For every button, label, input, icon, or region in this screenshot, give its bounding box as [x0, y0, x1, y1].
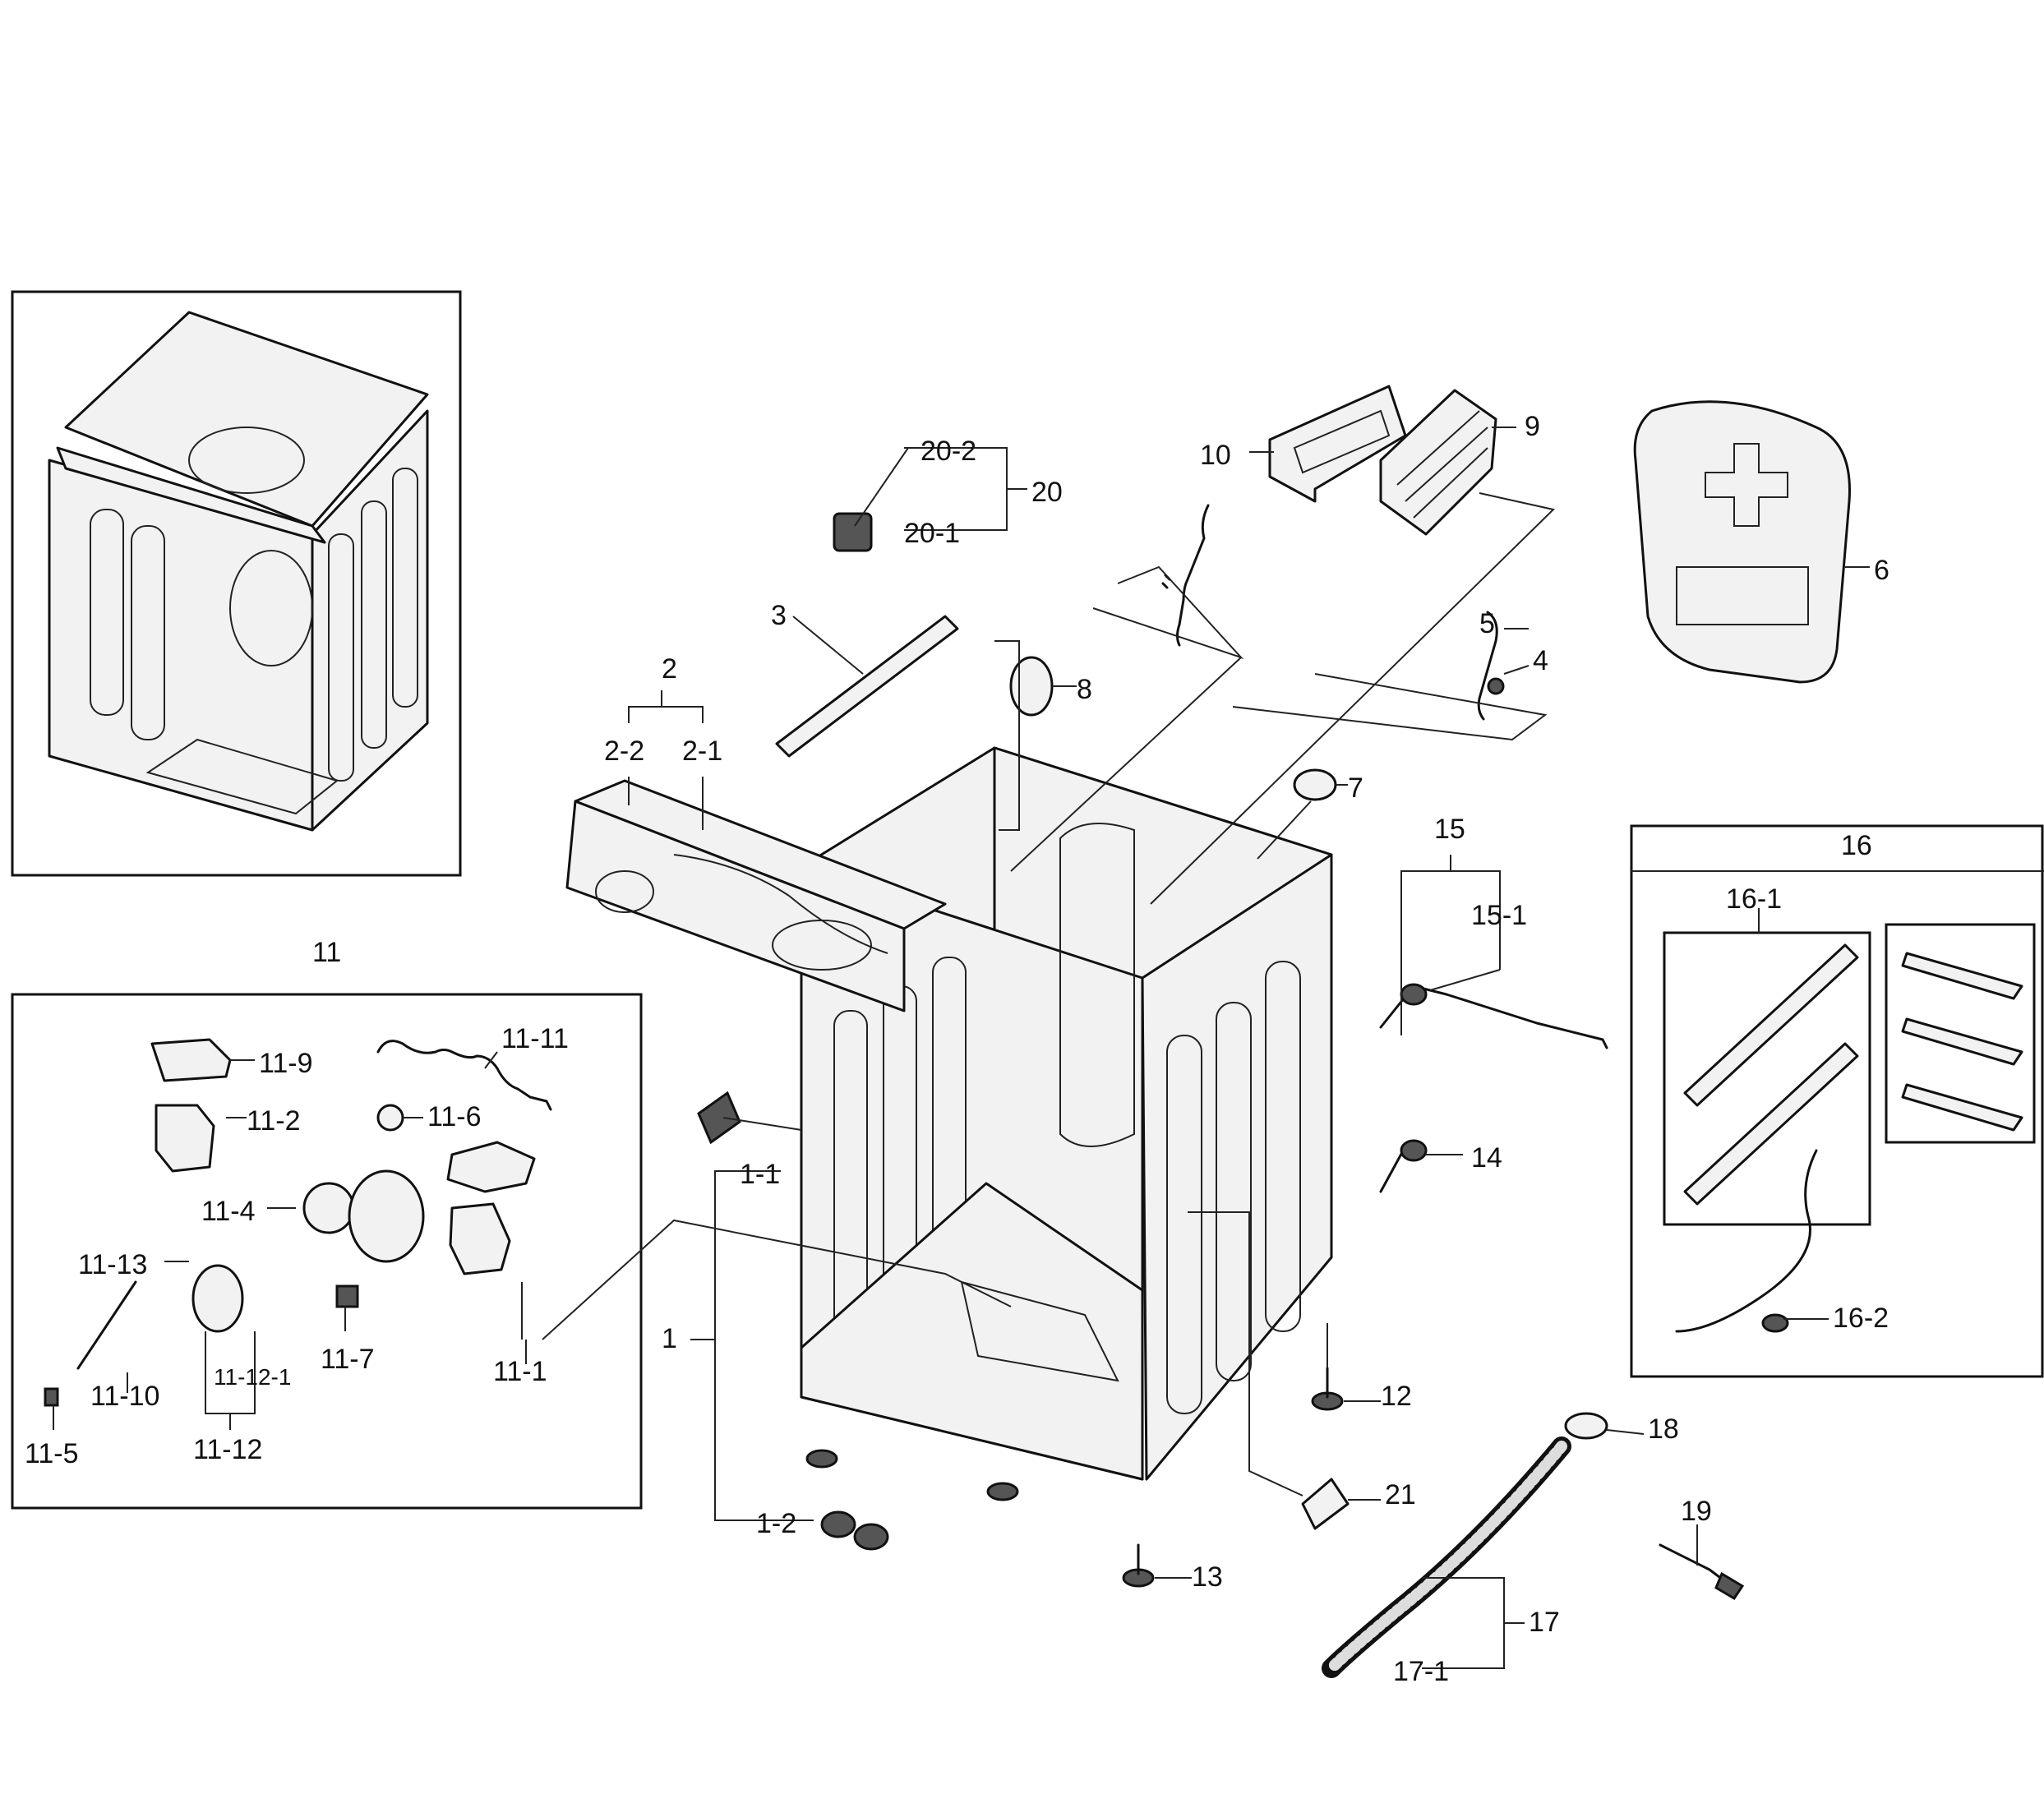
callout-15-1: 15-1	[1471, 900, 1527, 931]
heater-assembly-box	[1630, 824, 2044, 1378]
callout-11-4: 11-4	[201, 1196, 256, 1227]
part-9-grille	[1379, 389, 1497, 536]
callout-15: 15	[1434, 814, 1465, 845]
part-20-switch	[833, 512, 873, 552]
callout-4: 4	[1533, 645, 1548, 676]
part-10-filter	[1268, 385, 1407, 503]
callout-11-10: 11-10	[90, 1381, 159, 1412]
pump-assembly-box	[11, 993, 643, 1510]
callout-7: 7	[1348, 772, 1363, 804]
callout-2-1: 2-1	[682, 736, 722, 767]
part-18-hose-clamp	[1564, 1412, 1608, 1440]
callout-11-6: 11-6	[427, 1101, 482, 1132]
part-19-power-cord	[1659, 1543, 1745, 1601]
part-14-valve	[1379, 1139, 1428, 1193]
callout-2-2: 2-2	[604, 736, 644, 767]
part-8-capacitor	[1009, 656, 1054, 717]
part-15-sensor	[1379, 983, 1608, 1049]
part-5-spring	[1477, 611, 1498, 721]
callout-11-2: 11-2	[247, 1105, 301, 1137]
callout-3: 3	[771, 600, 787, 631]
callout-11-13: 11-13	[78, 1249, 147, 1280]
callout-11-12-1: 11-12-1	[214, 1364, 291, 1390]
callout-8: 8	[1077, 674, 1092, 705]
part-17-hose	[1322, 1437, 1571, 1678]
callout-11: 11	[312, 937, 341, 968]
callout-11-1: 11-1	[493, 1356, 547, 1387]
part-4-damper-clip	[1487, 677, 1505, 695]
callout-1-1: 1-1	[740, 1159, 780, 1190]
callout-16-2: 16-2	[1833, 1303, 1889, 1334]
callout-11-9: 11-9	[259, 1048, 313, 1079]
callout-labels: 2 2-2 2-1 3 20-2 20 20-1 8 10 9 6 5 4 7 …	[25, 411, 1889, 1687]
part-2-top-frame	[565, 779, 947, 1012]
callout-18: 18	[1648, 1413, 1679, 1445]
callout-14: 14	[1471, 1142, 1502, 1174]
callout-6: 6	[1874, 555, 1889, 586]
callout-13: 13	[1192, 1561, 1223, 1593]
callout-20-2: 20-2	[920, 436, 976, 467]
part-3-bracket	[775, 615, 959, 758]
callout-16: 16	[1841, 830, 1872, 861]
callout-2: 2	[662, 653, 677, 685]
part-12-leg	[1311, 1367, 1344, 1411]
part-6-rear-cover	[1633, 400, 1851, 684]
callout-10: 10	[1200, 440, 1231, 471]
callout-1: 1	[662, 1323, 677, 1354]
callout-9: 9	[1525, 411, 1540, 442]
part-7-grommet	[1293, 768, 1337, 801]
part-1-1-handle	[697, 1091, 741, 1145]
callout-12: 12	[1381, 1381, 1412, 1412]
callout-11-5: 11-5	[25, 1438, 79, 1469]
callout-11-12: 11-12	[193, 1434, 262, 1465]
part-5-spring-upper	[1161, 504, 1210, 647]
callout-20-1: 20-1	[904, 518, 960, 549]
leader-lines	[53, 427, 1870, 1669]
callout-19: 19	[1681, 1496, 1712, 1527]
part-1-2-caps	[820, 1510, 889, 1551]
callout-11-11: 11-11	[501, 1023, 569, 1054]
callout-5: 5	[1479, 608, 1495, 639]
callout-21: 21	[1385, 1479, 1416, 1510]
callout-20: 20	[1031, 477, 1063, 508]
main-cabinet-frame	[800, 746, 1333, 1481]
part-13-leg	[805, 1449, 1155, 1588]
assembled-cabinet-inset	[11, 290, 462, 877]
callout-1-2: 1-2	[756, 1508, 796, 1539]
callout-17-1: 17-1	[1393, 1656, 1449, 1687]
callout-11-7: 11-7	[321, 1344, 375, 1375]
callout-16-1: 16-1	[1726, 883, 1782, 915]
part-21-handle	[1301, 1478, 1350, 1530]
callout-17: 17	[1529, 1607, 1560, 1638]
